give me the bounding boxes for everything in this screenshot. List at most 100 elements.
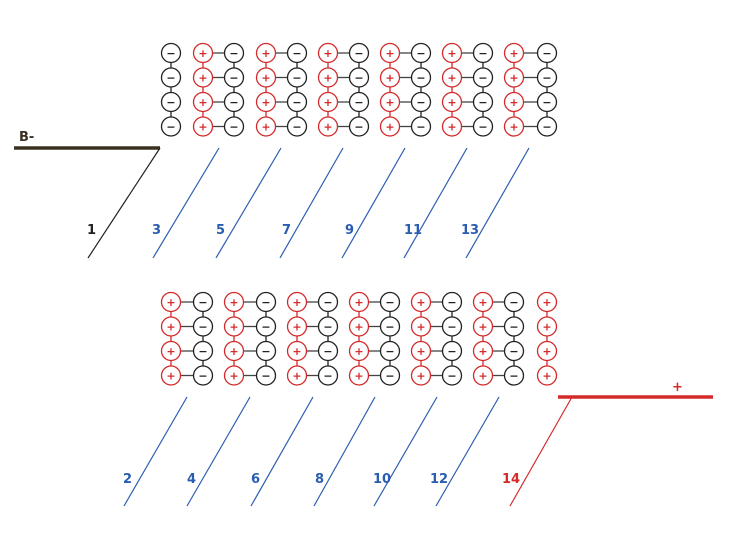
positive-sign: + — [198, 47, 207, 60]
positive-cell-icon — [503, 116, 525, 137]
negative-cell-icon — [255, 365, 277, 386]
negative-sign: − — [198, 296, 207, 309]
positive-cell-icon — [410, 365, 432, 386]
positive-cell-icon — [472, 365, 494, 386]
negative-sign: − — [509, 296, 518, 309]
tap-wire-12 — [435, 396, 500, 507]
negative-sign: − — [229, 121, 238, 134]
positive-cell-icon — [410, 340, 432, 362]
negative-cell-icon — [192, 365, 214, 386]
positive-cell-icon — [317, 116, 339, 137]
positive-sign: + — [509, 121, 518, 134]
tap-label-7: 7 — [282, 223, 291, 238]
positive-cell-icon — [410, 291, 432, 313]
tap-label-10: 10 — [373, 472, 391, 487]
negative-cell-icon — [317, 340, 339, 362]
positive-sign: + — [385, 96, 394, 109]
negative-cell-icon — [410, 116, 432, 137]
positive-sign: + — [478, 321, 487, 334]
positive-cell-icon — [160, 291, 182, 313]
positive-sign: + — [198, 72, 207, 85]
negative-cell-icon — [286, 91, 308, 113]
negative-cell-icon — [192, 316, 214, 337]
negative-cell-icon — [286, 67, 308, 88]
positive-sign: + — [166, 345, 175, 358]
tap-label-1: 1 — [87, 223, 96, 238]
tap-label-4: 4 — [187, 472, 196, 487]
negative-cell-icon — [536, 67, 558, 88]
negative-sign: − — [292, 121, 301, 134]
positive-sign: + — [166, 296, 175, 309]
negative-sign: − — [354, 47, 363, 60]
positive-sign: + — [542, 345, 551, 358]
positive-cell-icon — [348, 365, 370, 386]
positive-cell-icon — [192, 91, 214, 113]
tap-wire-1 — [87, 147, 161, 259]
negative-sign: − — [261, 296, 270, 309]
positive-sign: + — [292, 345, 301, 358]
negative-terminal-label: B- — [19, 130, 34, 145]
tap-wire-3 — [152, 147, 220, 259]
tap-wire-4 — [186, 396, 251, 507]
positive-sign: + — [509, 96, 518, 109]
negative-cell-icon — [410, 91, 432, 113]
negative-sign: − — [542, 121, 551, 134]
negative-cell-icon — [503, 365, 525, 386]
positive-cell-icon — [536, 291, 558, 313]
negative-sign: − — [261, 370, 270, 383]
negative-cell-icon — [223, 116, 245, 137]
negative-cell-icon — [410, 67, 432, 88]
negative-sign: − — [478, 47, 487, 60]
negative-sign: − — [198, 345, 207, 358]
positive-sign: + — [229, 321, 238, 334]
tap-wire-13 — [465, 147, 530, 259]
positive-cell-icon — [379, 116, 401, 137]
positive-sign: + — [542, 321, 551, 334]
positive-cell-icon — [317, 67, 339, 88]
positive-sign: + — [416, 321, 425, 334]
negative-sign: − — [416, 47, 425, 60]
positive-cell-icon — [536, 365, 558, 386]
negative-cell-icon — [472, 67, 494, 88]
negative-cell-icon — [441, 340, 463, 362]
negative-cell-icon — [441, 316, 463, 337]
positive-sign: + — [166, 321, 175, 334]
positive-cell-icon — [160, 340, 182, 362]
positive-cell-icon — [192, 42, 214, 64]
tap-label-12: 12 — [430, 472, 448, 487]
negative-cell-icon — [536, 91, 558, 113]
positive-cell-icon — [255, 116, 277, 137]
positive-cell-icon — [223, 340, 245, 362]
positive-sign: + — [447, 96, 456, 109]
positive-cell-icon — [379, 67, 401, 88]
negative-cell-icon — [192, 291, 214, 313]
negative-sign: − — [542, 47, 551, 60]
negative-cell-icon — [317, 365, 339, 386]
negative-sign: − — [198, 321, 207, 334]
negative-cell-icon — [379, 340, 401, 362]
negative-cell-icon — [317, 316, 339, 337]
tap-label-13: 13 — [461, 223, 479, 238]
negative-sign: − — [509, 370, 518, 383]
negative-sign: − — [229, 72, 238, 85]
negative-cell-icon — [223, 42, 245, 64]
positive-sign: + — [416, 345, 425, 358]
negative-cell-icon — [536, 116, 558, 137]
negative-cell-icon — [348, 67, 370, 88]
positive-sign: + — [261, 96, 270, 109]
negative-cell-icon — [223, 67, 245, 88]
negative-cell-icon — [160, 67, 182, 88]
positive-cell-icon — [503, 91, 525, 113]
positive-sign: + — [261, 47, 270, 60]
positive-sign: + — [416, 296, 425, 309]
negative-sign: − — [261, 345, 270, 358]
negative-cell-icon — [379, 316, 401, 337]
tap-wire-7 — [279, 147, 344, 259]
negative-cell-icon — [441, 291, 463, 313]
positive-cell-icon — [223, 316, 245, 337]
positive-sign: + — [447, 121, 456, 134]
negative-cell-icon — [192, 340, 214, 362]
tap-wire-8 — [313, 396, 376, 507]
positive-sign: + — [354, 296, 363, 309]
positive-cell-icon — [160, 316, 182, 337]
